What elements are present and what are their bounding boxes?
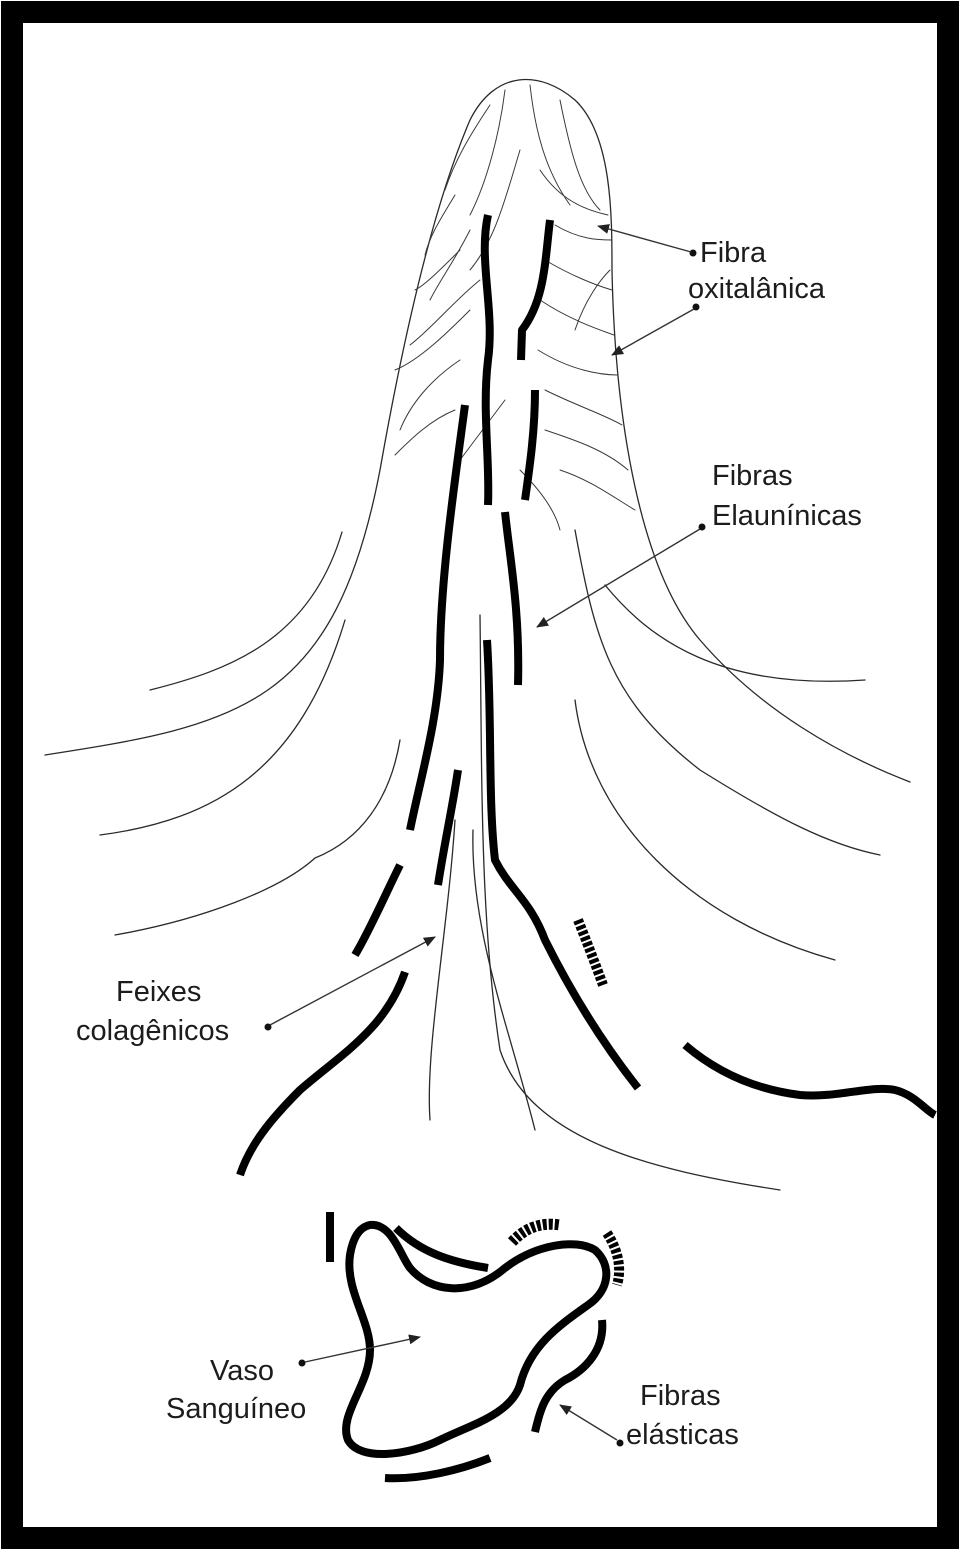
elaunin-fibers bbox=[240, 215, 935, 1175]
label-fibras-elasticas: Fibras elásticas bbox=[560, 1380, 739, 1451]
label-feixes-colagenicos: Feixes colagênicos bbox=[76, 937, 435, 1047]
fibra-oxitalanica-line1: Fibra bbox=[700, 237, 767, 269]
feixes-colagenicos-line1: Feixes bbox=[116, 976, 201, 1008]
fibra-oxitalanica-line2: oxitalânica bbox=[688, 273, 826, 305]
feixes-colagenicos-line2: colagênicos bbox=[76, 1015, 229, 1047]
vaso-sanguineo-line2: Sanguíneo bbox=[166, 1393, 306, 1425]
oxytalan-network bbox=[395, 85, 635, 530]
fibras-elauninicas-line2: Elaunínicas bbox=[712, 500, 862, 532]
vaso-sanguineo-line1: Vaso bbox=[210, 1355, 274, 1387]
corner-mark-br bbox=[929, 1519, 936, 1526]
fibras-elasticas-line1: Fibras bbox=[640, 1380, 721, 1412]
corner-mark-tr bbox=[929, 24, 936, 31]
label-fibras-elauninicas: Fibras Elaunínicas bbox=[537, 460, 862, 627]
blood-vessel bbox=[330, 1212, 606, 1478]
fibras-elauninicas-line1: Fibras bbox=[712, 460, 793, 492]
corner-mark-tl bbox=[24, 24, 31, 31]
label-fibra-oxitalanica: Fibra oxitalânica bbox=[598, 226, 826, 355]
corner-mark-bl bbox=[24, 1519, 31, 1526]
label-vaso-sanguineo: Vaso Sanguíneo bbox=[166, 1337, 420, 1425]
black-border bbox=[12, 12, 948, 1538]
fibras-elasticas-line2: elásticas bbox=[626, 1419, 739, 1451]
